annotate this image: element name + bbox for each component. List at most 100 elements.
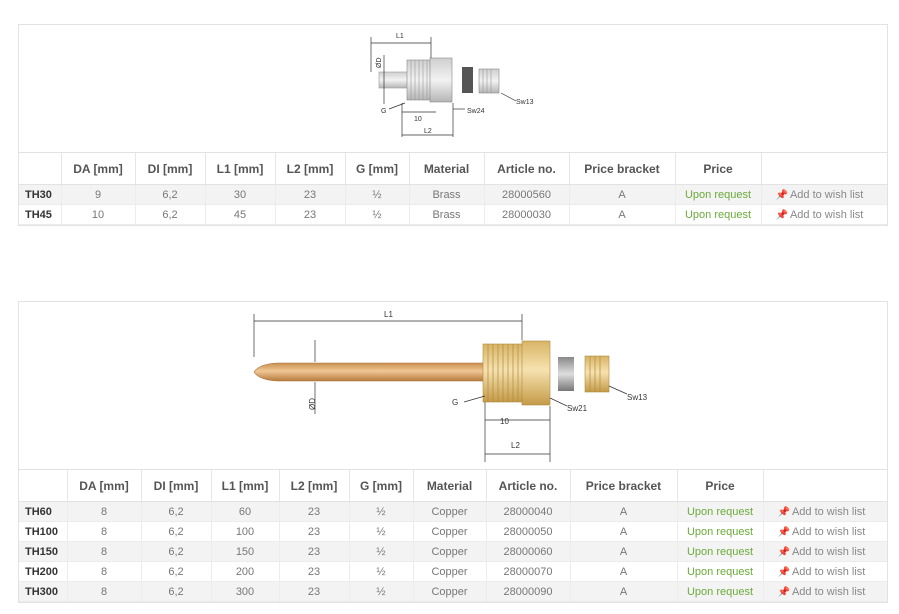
price-link[interactable]: Upon request [675,184,762,205]
price-link[interactable]: Upon request [675,204,762,225]
table-row: TH200 8 6,2 200 23 ½ Copper 28000070 A U… [19,561,887,582]
dim-g-label: G [452,398,458,407]
dim-l1-label: L1 [396,33,404,40]
cell-price-bracket: A [570,521,678,542]
product-name: TH100 [19,521,68,542]
col-header-article: Article no. [486,470,571,502]
cell-g: ½ [345,204,410,225]
table-row: TH150 8 6,2 150 23 ½ Copper 28000060 A U… [19,541,887,562]
cell-material: Copper [413,581,487,602]
product-block-copper: L1 ØD G 10 L2 Sw21 Sw13 DA [mm] DI [mm] … [18,301,888,603]
brass-thermowell-drawing: L1 ØD G 10 L2 Sw24 Sw13 [370,33,534,137]
cell-article: 28000090 [486,581,571,602]
cell-article: 28000030 [484,204,570,225]
add-to-wishlist-button[interactable]: 📌Add to wish list [763,521,887,542]
cell-material: Copper [413,541,487,562]
technical-drawing-brass: L1 ØD G 10 L2 Sw24 Sw13 [19,25,887,153]
cell-da: 8 [67,521,142,542]
col-header-l2: L2 [mm] [275,153,346,185]
col-header-da: DA [mm] [67,470,142,502]
cell-l1: 300 [211,581,280,602]
product-name: TH45 [19,204,62,225]
cell-price-bracket: A [570,541,678,562]
spec-table-copper: DA [mm] DI [mm] L1 [mm] L2 [mm] G [mm] M… [19,470,887,602]
col-header-article: Article no. [484,153,570,185]
add-to-wishlist-button[interactable]: 📌Add to wish list [763,501,887,522]
col-header-price-bracket: Price bracket [570,470,678,502]
table-header-row: DA [mm] DI [mm] L1 [mm] L2 [mm] G [mm] M… [19,470,887,502]
cell-material: Copper [413,521,487,542]
col-header-name [19,153,62,185]
sw-large-label: Sw21 [567,404,588,413]
col-header-wish [761,153,887,185]
product-name: TH60 [19,501,68,522]
cell-l1: 45 [205,204,276,225]
cell-l1: 150 [211,541,280,562]
col-header-di: DI [mm] [135,153,206,185]
dim-g-label: G [381,108,386,115]
add-to-wishlist-button[interactable]: 📌Add to wish list [761,184,887,205]
price-link[interactable]: Upon request [677,581,764,602]
spec-table-brass: DA [mm] DI [mm] L1 [mm] L2 [mm] G [mm] M… [19,153,887,225]
cell-article: 28000040 [486,501,571,522]
wishlist-label: Add to wish list [791,545,866,558]
pushpin-icon: 📌 [775,209,788,221]
dim-10-label: 10 [500,417,509,426]
copper-thermowell-drawing: L1 ØD G 10 L2 Sw21 Sw13 [253,310,648,462]
col-header-price-bracket: Price bracket [569,153,676,185]
cell-l2: 23 [279,501,350,522]
cell-l2: 23 [279,581,350,602]
cell-g: ½ [349,581,414,602]
dim-l2-label: L2 [424,128,432,135]
add-to-wishlist-button[interactable]: 📌Add to wish list [763,581,887,602]
price-link[interactable]: Upon request [677,521,764,542]
price-link[interactable]: Upon request [677,541,764,562]
col-header-g: G [mm] [345,153,410,185]
col-header-name [19,470,68,502]
pushpin-icon: 📌 [777,546,790,558]
wishlist-label: Add to wish list [791,525,866,538]
cell-di: 6,2 [141,561,212,582]
pushpin-icon: 📌 [775,189,788,201]
price-link[interactable]: Upon request [677,501,764,522]
cell-price-bracket: A [570,581,678,602]
dim-l2-label: L2 [511,441,520,450]
cell-material: Brass [409,204,485,225]
sw-large-label: Sw24 [467,108,485,115]
col-header-price: Price [677,470,764,502]
cell-article: 28000560 [484,184,570,205]
cell-l2: 23 [279,561,350,582]
pushpin-icon: 📌 [777,506,790,518]
cell-article: 28000060 [486,541,571,562]
cell-l1: 100 [211,521,280,542]
cell-di: 6,2 [141,541,212,562]
cell-da: 8 [67,541,142,562]
col-header-da: DA [mm] [61,153,136,185]
col-header-material: Material [409,153,485,185]
dim-od-label: ØD [308,398,317,410]
cell-material: Brass [409,184,485,205]
add-to-wishlist-button[interactable]: 📌Add to wish list [763,541,887,562]
cell-l1: 60 [211,501,280,522]
cell-article: 28000070 [486,561,571,582]
product-name: TH30 [19,184,62,205]
cell-price-bracket: A [569,184,676,205]
cell-price-bracket: A [570,501,678,522]
product-block-brass: L1 ØD G 10 L2 Sw24 Sw13 DA [mm] DI [mm] … [18,24,888,226]
technical-drawing-copper: L1 ØD G 10 L2 Sw21 Sw13 [19,302,887,470]
cell-g: ½ [349,541,414,562]
col-header-material: Material [413,470,487,502]
cell-da: 9 [61,184,136,205]
product-name: TH300 [19,581,68,602]
col-header-l1: L1 [mm] [211,470,280,502]
cell-di: 6,2 [135,204,206,225]
cell-l2: 23 [279,521,350,542]
cell-material: Copper [413,561,487,582]
add-to-wishlist-button[interactable]: 📌Add to wish list [763,561,887,582]
col-header-wish [763,470,887,502]
cell-da: 8 [67,581,142,602]
cell-g: ½ [345,184,410,205]
add-to-wishlist-button[interactable]: 📌Add to wish list [761,204,887,225]
wishlist-label: Add to wish list [789,208,864,221]
price-link[interactable]: Upon request [677,561,764,582]
